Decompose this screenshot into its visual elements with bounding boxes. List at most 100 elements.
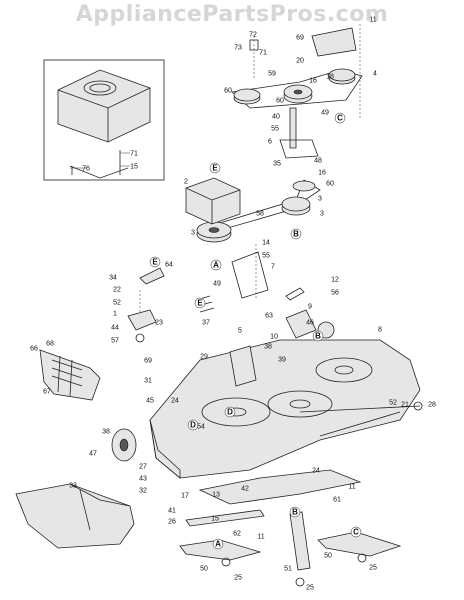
callout-marker (224, 406, 236, 418)
callout-label: 24 (171, 398, 179, 405)
callout-label: 14 (262, 240, 270, 247)
callout-label: A (215, 540, 221, 549)
spring-right (285, 287, 305, 301)
lift-linkage (127, 267, 335, 343)
callout-label: E (197, 299, 203, 308)
callout-label: 13 (212, 492, 220, 499)
callout-label: E (152, 258, 158, 267)
callout-marker (312, 330, 324, 342)
front-axle-bar (299, 405, 421, 413)
callout-label: 1 (113, 311, 117, 318)
callout-label: 71 (259, 50, 267, 57)
callout-label: 28 (428, 402, 436, 409)
callout-label: 56 (331, 290, 339, 297)
upper-belt (231, 69, 363, 109)
inset-detail (43, 59, 165, 181)
callout-label: 66 (30, 346, 38, 353)
callout-label: 48 (314, 158, 322, 165)
callout-label: 26 (168, 519, 176, 526)
watermark-text: AppliancePartsPros.com (75, 2, 389, 27)
callout-label: 34 (109, 275, 117, 282)
deflector-shield (39, 349, 101, 401)
callout-marker (209, 162, 221, 174)
linkage-bracket (139, 267, 165, 285)
callout-label: 24 (312, 468, 320, 475)
idler-bracket (279, 139, 319, 159)
callout-label: 54 (197, 424, 205, 431)
callout-label: 17 (181, 493, 189, 500)
upper-belt-assembly (231, 24, 363, 159)
callout-label: 11 (348, 484, 355, 491)
callout-label: 59 (268, 71, 276, 78)
callout-label: 64 (165, 262, 173, 269)
callout-label: C (353, 528, 359, 537)
callout-marker (187, 419, 199, 431)
belt-cover (185, 177, 241, 225)
callout-label: 68 (46, 341, 54, 348)
callout-label: 11 (369, 17, 376, 24)
callout-marker (350, 526, 362, 538)
callout-label: 15 (130, 164, 138, 171)
callout-label: 25 (306, 585, 314, 592)
blade-right (317, 531, 402, 557)
callout-label: 29 (200, 354, 208, 361)
callout-label: 22 (113, 287, 121, 294)
callout-label: 58 (256, 211, 264, 218)
blade-bolt-right (357, 553, 367, 563)
callout-label: 71 (130, 151, 138, 158)
callout-label: 69 (144, 358, 152, 365)
callout-label: 38 (264, 344, 272, 351)
callout-label: 61 (333, 497, 341, 504)
callout-label: 57 (111, 338, 119, 345)
idler-spindle (289, 107, 297, 149)
spindle-well-right (315, 357, 373, 383)
callout-label: 42 (241, 486, 249, 493)
callout-label: 12 (331, 277, 339, 284)
callout-label: 33 (69, 483, 77, 490)
axle-nut (413, 401, 423, 411)
callout-label: 60 (326, 181, 334, 188)
callout-marker (149, 256, 161, 268)
callout-label: 15 (211, 516, 219, 523)
anti-scalp-bracket (285, 309, 317, 339)
callout-label: 62 (233, 531, 241, 538)
baffle-bar (198, 469, 362, 505)
callout-label: 25 (369, 565, 377, 572)
callout-label: 49 (213, 281, 221, 288)
callout-label: 16 (318, 170, 326, 177)
callout-label: 35 (273, 161, 281, 168)
deck-bottom-parts (179, 469, 402, 587)
callout-label: 20 (296, 58, 304, 65)
callout-label: 45 (146, 398, 154, 405)
discharge-chute (15, 483, 135, 549)
pivot-bracket (127, 309, 157, 331)
callout-label: 31 (144, 378, 152, 385)
blade-center (289, 511, 311, 571)
blade-left (179, 539, 262, 561)
callout-marker (334, 112, 346, 124)
callout-marker (210, 259, 222, 271)
callout-label: 55 (262, 253, 270, 260)
callout-label: E (212, 164, 218, 173)
callout-label: 41 (168, 508, 176, 515)
callout-label: 32 (139, 488, 147, 495)
callout-label: 44 (111, 325, 119, 332)
blade-bolt-center (295, 577, 305, 587)
lower-axle-bar (319, 411, 401, 437)
spindle-well-left (201, 397, 271, 427)
callout-label: C (337, 114, 343, 123)
callout-label: 27 (139, 464, 147, 471)
callout-label: 50 (324, 553, 332, 560)
callout-label: 49 (321, 110, 329, 117)
callout-label: 72 (249, 32, 257, 39)
inset-frame-edges (57, 87, 151, 142)
callout-label: B (315, 332, 321, 341)
baffle-plate (185, 509, 265, 527)
callout-label: B (293, 230, 299, 239)
callout-label: 40 (272, 114, 280, 121)
callout-label: 3 (320, 211, 324, 218)
belt-guard-plate (311, 27, 357, 57)
callout-label: 18 (326, 74, 334, 81)
